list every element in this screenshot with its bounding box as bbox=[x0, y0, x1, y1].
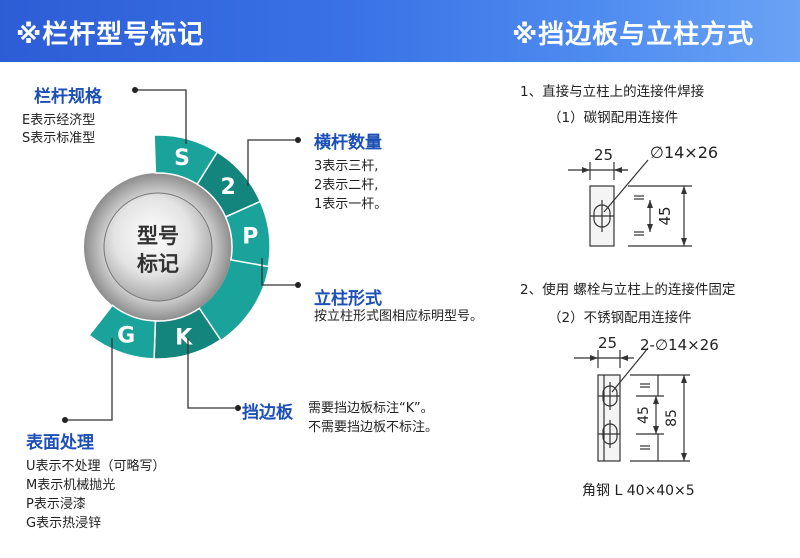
wheel-segment-p bbox=[224, 200, 271, 268]
surface-line-1: U表示不处理（可略写） bbox=[26, 459, 166, 474]
d1-height-label: 45 bbox=[656, 206, 674, 225]
skirt-board-line-2: 不需要挡边板不标注。 bbox=[308, 420, 439, 435]
skirt-board-title: 挡边板 bbox=[242, 403, 293, 423]
railing-spec-line-2: S表示标准型 bbox=[22, 131, 96, 146]
d2-width-label: 25 bbox=[598, 334, 617, 352]
wheel-segment-label: G bbox=[117, 323, 135, 348]
post-form-line-1: 按立柱形式图相应标明型号。 bbox=[314, 309, 484, 324]
rail-count-line-3: 1表示一杆。 bbox=[314, 197, 388, 212]
leader-dot bbox=[62, 417, 68, 423]
right-item-2-title: 2、使用 螺栓与立柱上的连接件固定 bbox=[520, 282, 736, 298]
rail-count-line-1: 3表示三杆, bbox=[314, 159, 379, 174]
d2-hole-label: 2-∅14×26 bbox=[640, 336, 719, 354]
right-item-1-subtitle: （1）碳钢配用连接件 bbox=[548, 110, 679, 126]
right-item-1-title: 1、直接与立柱上的连接件焊接 bbox=[520, 84, 705, 100]
left-header-title: ※栏杆型号标记 bbox=[16, 20, 205, 50]
d1-width-label: 25 bbox=[594, 146, 613, 164]
surface-line-4: G表示热浸锌 bbox=[26, 516, 102, 531]
d2-inner-height-label: 45 bbox=[636, 406, 652, 424]
skirt-board-line-1: 需要挡边板标注“K”。 bbox=[308, 401, 434, 416]
surface-line-2: M表示机械抛光 bbox=[26, 478, 116, 493]
wheel-segment-label: 2 bbox=[221, 175, 236, 200]
surface-line-3: P表示浸漆 bbox=[26, 497, 86, 512]
leader-skirt-board bbox=[187, 338, 238, 409]
leader-dot bbox=[295, 282, 301, 288]
wheel-segment-g bbox=[87, 304, 157, 360]
drawing-1 bbox=[568, 159, 692, 247]
leader-railing-spec bbox=[135, 89, 187, 144]
drawing-2 bbox=[574, 347, 690, 462]
angle-steel-caption: 角钢 L 40×40×5 bbox=[582, 483, 695, 499]
right-header-title: ※挡边板与立柱方式 bbox=[512, 20, 755, 50]
rail-count-line-2: 2表示二杆, bbox=[314, 178, 379, 193]
leader-surface bbox=[65, 338, 113, 421]
post-form-title: 立柱形式 bbox=[314, 289, 382, 309]
leader-dot bbox=[132, 87, 138, 93]
wheel-segment-label: S bbox=[174, 146, 190, 171]
leader-dot bbox=[295, 137, 301, 143]
right-item-2-subtitle: （2）不锈钢配用连接件 bbox=[548, 310, 692, 326]
d1-hole-label: ∅14×26 bbox=[650, 143, 718, 162]
rail-count-title: 横杆数量 bbox=[314, 133, 382, 153]
wheel-segment-label: P bbox=[242, 225, 258, 250]
leader-rail-count bbox=[247, 139, 298, 186]
angle-steel bbox=[597, 374, 621, 462]
railing-spec-title: 栏杆规格 bbox=[34, 87, 102, 107]
wheel-segment-label: K bbox=[175, 325, 193, 350]
leader-post-form bbox=[261, 258, 298, 286]
surface-title: 表面处理 bbox=[26, 433, 94, 453]
d2-total-height-label: 85 bbox=[664, 409, 680, 427]
railing-spec-line-1: E表示经济型 bbox=[22, 113, 96, 128]
hub-label-line2: 标记 bbox=[137, 252, 179, 276]
wheel-arc-body bbox=[199, 259, 269, 340]
hub-label-line1: 型号 bbox=[137, 224, 179, 248]
leader-dot bbox=[235, 405, 241, 411]
wheel-hub bbox=[103, 192, 213, 302]
header-banner: ※栏杆型号标记 ※挡边板与立柱方式 bbox=[0, 0, 800, 62]
wheel-segments: S 2P K G bbox=[87, 134, 271, 360]
